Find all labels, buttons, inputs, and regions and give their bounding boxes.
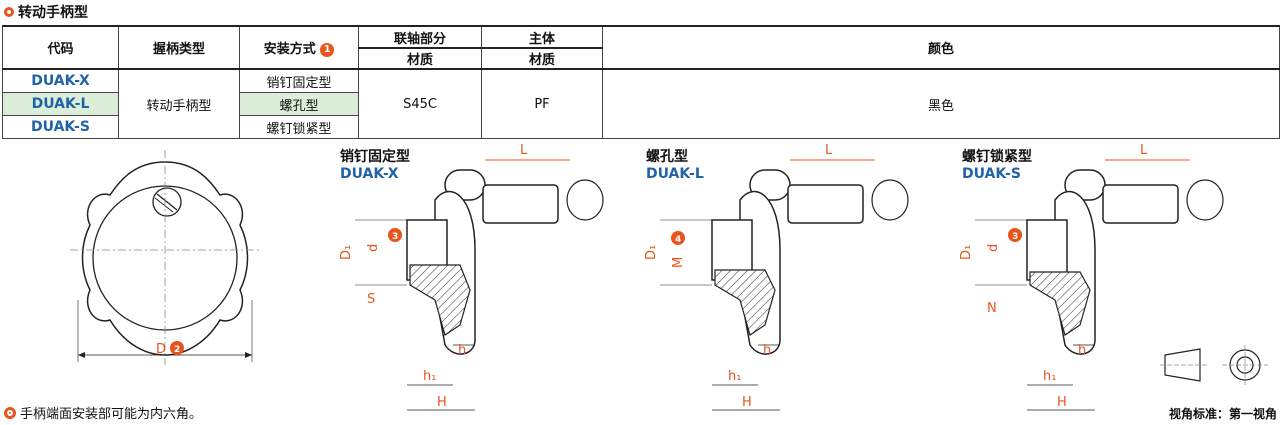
dim-h1: h₁ <box>728 369 741 384</box>
dim-H: H <box>742 395 752 410</box>
view-l-name: 螺孔型 <box>646 149 688 165</box>
side-view-s-drawing: L D₁ d 3 N h h₁ H <box>959 143 1224 411</box>
body-material-cell: PF <box>481 68 603 139</box>
dim-M: M <box>671 257 686 268</box>
view-x-code: DUAK-X <box>340 166 399 182</box>
dim-N: N <box>987 301 997 316</box>
row-code: DUAK-S <box>2 115 119 139</box>
dim-h: h <box>763 343 771 358</box>
col-install: 安装方式 1 <box>239 25 359 70</box>
dim-badge-2: 2 <box>174 345 180 355</box>
dim-badge-3: 3 <box>1012 232 1018 242</box>
col-code: 代码 <box>2 25 119 70</box>
circle-bullet-icon <box>4 7 14 17</box>
dim-d: d <box>986 244 1001 252</box>
col-joint: 联轴部分 <box>358 25 482 49</box>
dim-badge-3: 3 <box>392 232 398 242</box>
dim-h1: h₁ <box>423 369 436 384</box>
row-code: DUAK-L <box>2 92 119 116</box>
dim-h: h <box>458 343 466 358</box>
col-body: 主体 <box>481 25 603 49</box>
view-s-label: 螺钉锁紧型 DUAK-S <box>962 146 1032 182</box>
spec-table: 代码 握柄类型 安装方式 1 联轴部分 主体 颜色 材质 材质 DUAK-X 转… <box>2 25 1280 139</box>
dim-S: S <box>367 292 375 307</box>
dim-H: H <box>1057 395 1067 410</box>
view-s-code: DUAK-S <box>962 166 1021 182</box>
joint-material-cell: S45C <box>358 68 482 139</box>
color-cell: 黑色 <box>602 68 1280 139</box>
dim-D1: D₁ <box>644 245 659 260</box>
dim-badge-4: 4 <box>675 235 681 245</box>
view-x-name: 销钉固定型 <box>340 149 410 165</box>
col-body-material: 材质 <box>481 47 603 70</box>
install-cell: 销钉固定型 <box>239 68 359 93</box>
dim-L: L <box>825 143 833 158</box>
projection-symbol-icon <box>1160 345 1268 385</box>
dim-L: L <box>520 143 528 158</box>
install-cell: 螺孔型 <box>239 92 359 116</box>
footnote-text: 手柄端面安装部可能为内六角。 <box>20 407 203 422</box>
section-title: 转动手柄型 <box>4 2 88 22</box>
side-view-x-drawing: L D₁ d 3 S h h₁ H <box>339 143 604 411</box>
dim-D: D <box>156 342 166 357</box>
dim-H: H <box>437 395 447 410</box>
table-row: DUAK-S 螺钉锁紧型 <box>2 115 1280 139</box>
table-row: DUAK-X 转动手柄型 销钉固定型 S45C PF 黑色 <box>2 68 1280 139</box>
note-badge-1: 1 <box>320 42 335 57</box>
grip-type-cell: 转动手柄型 <box>118 68 240 139</box>
dim-D1: D₁ <box>339 245 354 260</box>
dim-D1: D₁ <box>959 245 974 260</box>
section-title-text: 转动手柄型 <box>18 5 88 21</box>
view-x-label: 销钉固定型 DUAK-X <box>340 146 410 182</box>
side-view-l-drawing: L D₁ M 4 h h₁ H <box>644 143 909 411</box>
front-view-drawing: D 2 <box>70 150 260 365</box>
dim-h1: h₁ <box>1043 369 1056 384</box>
col-color: 颜色 <box>602 25 1280 70</box>
install-cell: 螺钉锁紧型 <box>239 115 359 139</box>
col-joint-material: 材质 <box>358 47 482 70</box>
col-install-label: 安装方式 <box>263 42 316 57</box>
view-s-name: 螺钉锁紧型 <box>962 149 1032 165</box>
dim-h: h <box>1078 343 1086 358</box>
view-l-label: 螺孔型 DUAK-L <box>646 146 704 182</box>
footnote: 手柄端面安装部可能为内六角。 <box>4 403 202 422</box>
dim-d: d <box>366 244 381 252</box>
view-l-code: DUAK-L <box>646 166 704 182</box>
dim-L: L <box>1140 143 1148 158</box>
row-code: DUAK-X <box>2 68 119 93</box>
target-bullet-icon <box>4 406 16 419</box>
col-grip-type: 握柄类型 <box>118 25 240 70</box>
projection-label: 视角标准：第一视角 <box>1168 407 1277 421</box>
